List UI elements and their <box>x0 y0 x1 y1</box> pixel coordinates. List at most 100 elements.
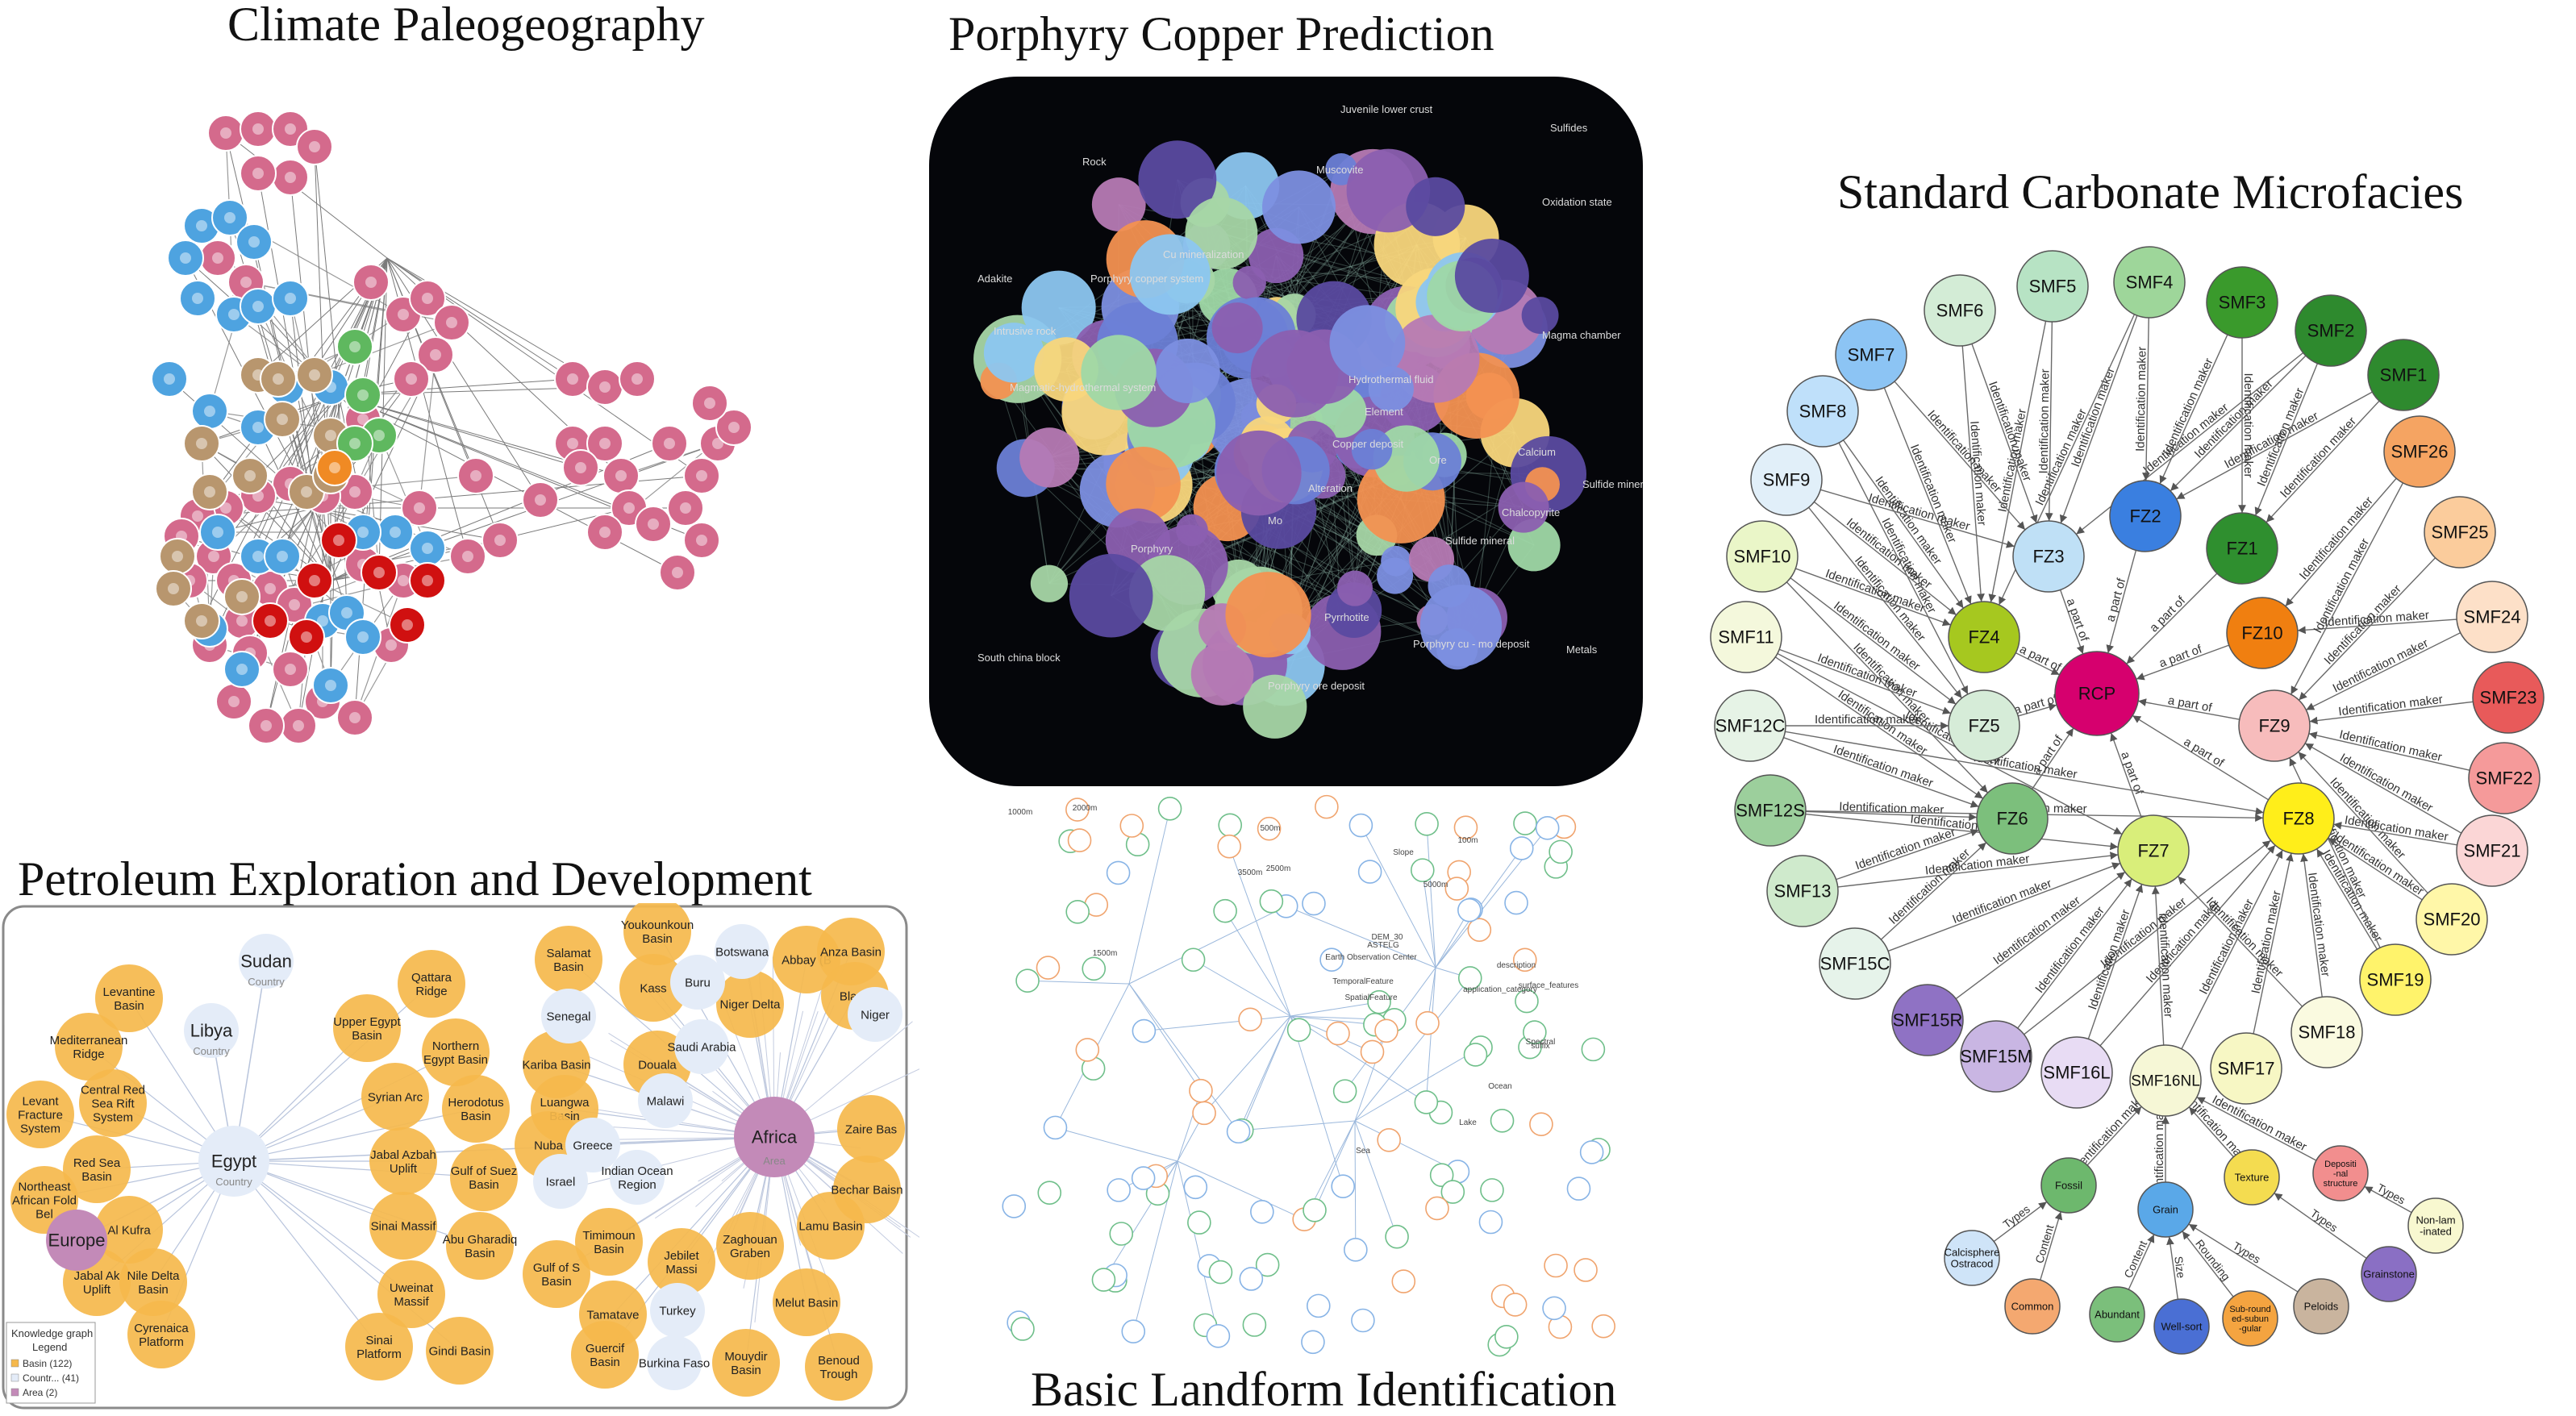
porphyry-node[interactable] <box>1243 674 1307 739</box>
porphyry-node[interactable] <box>1498 481 1549 533</box>
carbonate-node-smf4[interactable]: SMF4 <box>2113 246 2186 319</box>
climate-node[interactable] <box>715 409 752 446</box>
porphyry-node[interactable] <box>1521 297 1559 334</box>
landform-node[interactable] <box>1377 1127 1401 1152</box>
carbonate-node-smf3[interactable]: SMF3 <box>2206 266 2278 339</box>
climate-node[interactable] <box>683 522 720 559</box>
carbonate-node-peloids[interactable]: Peloids <box>2293 1278 2349 1335</box>
climate-node[interactable] <box>683 457 720 494</box>
climate-node[interactable] <box>389 606 426 643</box>
landform-node[interactable] <box>1301 1330 1325 1355</box>
carbonate-node-common[interactable]: Common <box>2004 1278 2061 1335</box>
landform-node[interactable] <box>1065 900 1090 924</box>
landform-node[interactable] <box>1043 1115 1068 1140</box>
climate-node[interactable] <box>417 336 454 373</box>
landform-node[interactable] <box>1259 889 1284 914</box>
landform-node[interactable] <box>1250 1199 1274 1224</box>
landform-node[interactable] <box>1529 1112 1553 1136</box>
landform-node[interactable] <box>1187 1210 1211 1235</box>
landform-node[interactable] <box>1132 1018 1157 1043</box>
landform-node[interactable] <box>1303 1198 1327 1222</box>
carbonate-node-fz1[interactable]: FZ1 <box>2206 512 2278 585</box>
climate-node[interactable] <box>651 425 688 462</box>
landform-node[interactable] <box>1119 814 1144 838</box>
landform-node[interactable] <box>1213 898 1237 923</box>
landform-node[interactable] <box>1226 1119 1251 1144</box>
climate-node[interactable] <box>272 280 309 317</box>
climate-node[interactable] <box>449 538 486 575</box>
landform-node[interactable] <box>1504 890 1528 915</box>
petroleum-node-israel[interactable]: Israel <box>533 1154 588 1209</box>
landform-node[interactable] <box>1082 956 1107 981</box>
carbonate-node-fz8[interactable]: FZ8 <box>2262 782 2335 855</box>
porphyry-node[interactable] <box>1336 570 1373 606</box>
landform-node[interactable] <box>1351 1308 1375 1333</box>
climate-node[interactable] <box>619 360 656 398</box>
carbonate-node-smf17[interactable]: SMF17 <box>2210 1032 2282 1105</box>
climate-node[interactable] <box>252 602 289 639</box>
landform-node[interactable] <box>1385 1224 1409 1249</box>
landform-node[interactable] <box>1523 1020 1547 1044</box>
landform-node[interactable] <box>1574 1258 1598 1282</box>
porphyry-node[interactable] <box>1250 329 1339 418</box>
landform-node[interactable] <box>1067 828 1092 852</box>
landform-node[interactable] <box>1315 794 1339 819</box>
climate-node[interactable] <box>183 602 220 639</box>
landform-node[interactable] <box>1414 1090 1439 1114</box>
climate-node[interactable] <box>401 489 438 527</box>
carbonate-node-smf15r[interactable]: SMF15R <box>1891 984 1964 1056</box>
landform-node[interactable] <box>1302 891 1326 916</box>
carbonate-node-fz7[interactable]: FZ7 <box>2117 814 2190 887</box>
porphyry-node[interactable] <box>1211 302 1263 354</box>
carbonate-node-rcp[interactable]: RCP <box>2054 651 2140 736</box>
porphyry-node[interactable] <box>1021 270 1096 345</box>
landform-node[interactable] <box>1367 989 1391 1014</box>
landform-node[interactable] <box>1415 812 1439 836</box>
landform-node[interactable] <box>1478 1210 1503 1235</box>
porphyry-node[interactable] <box>1377 557 1414 594</box>
porphyry-node[interactable] <box>1454 239 1529 314</box>
carbonate-node-abundant[interactable]: Abundant <box>2089 1286 2145 1343</box>
landform-node[interactable] <box>1002 1194 1027 1218</box>
climate-node[interactable] <box>179 280 216 317</box>
petroleum-node-saudiarabia[interactable]: Saudi Arabia <box>667 1019 736 1074</box>
porphyry-node[interactable] <box>1138 140 1217 219</box>
landform-node[interactable] <box>1494 1324 1519 1349</box>
carbonate-node-smf19[interactable]: SMF19 <box>2359 943 2432 1016</box>
climate-node[interactable] <box>260 360 297 398</box>
landform-node[interactable] <box>1374 1018 1398 1043</box>
carbonate-node-smf26[interactable]: SMF26 <box>2383 415 2456 488</box>
carbonate-node-smf1[interactable]: SMF1 <box>2367 339 2440 411</box>
landform-node[interactable] <box>1544 1253 1568 1278</box>
porphyry-node[interactable] <box>1034 337 1098 402</box>
porphyry-node[interactable] <box>1351 428 1393 470</box>
petroleum-node-buru[interactable]: Buru <box>670 955 725 1010</box>
landform-node[interactable] <box>1549 839 1573 864</box>
petroleum-node-kass[interactable]: Kass <box>619 954 687 1022</box>
landform-node[interactable] <box>1075 1038 1100 1062</box>
landform-node[interactable] <box>1109 1222 1134 1246</box>
climate-node[interactable] <box>264 538 301 575</box>
climate-node[interactable] <box>296 562 333 599</box>
landform-node[interactable] <box>1425 1196 1449 1221</box>
climate-node[interactable] <box>457 457 494 494</box>
carbonate-node-smf5[interactable]: SMF5 <box>2016 250 2089 323</box>
landform-node[interactable] <box>1239 1267 1264 1291</box>
carbonate-node-smf13[interactable]: SMF13 <box>1766 855 1839 927</box>
carbonate-node-smf22[interactable]: SMF22 <box>2468 742 2541 814</box>
carbonate-node-smf15m[interactable]: SMF15M <box>1960 1020 2032 1093</box>
landform-node[interactable] <box>1429 1163 1454 1188</box>
carbonate-node-grainstone[interactable]: Grainstone <box>2361 1246 2417 1302</box>
